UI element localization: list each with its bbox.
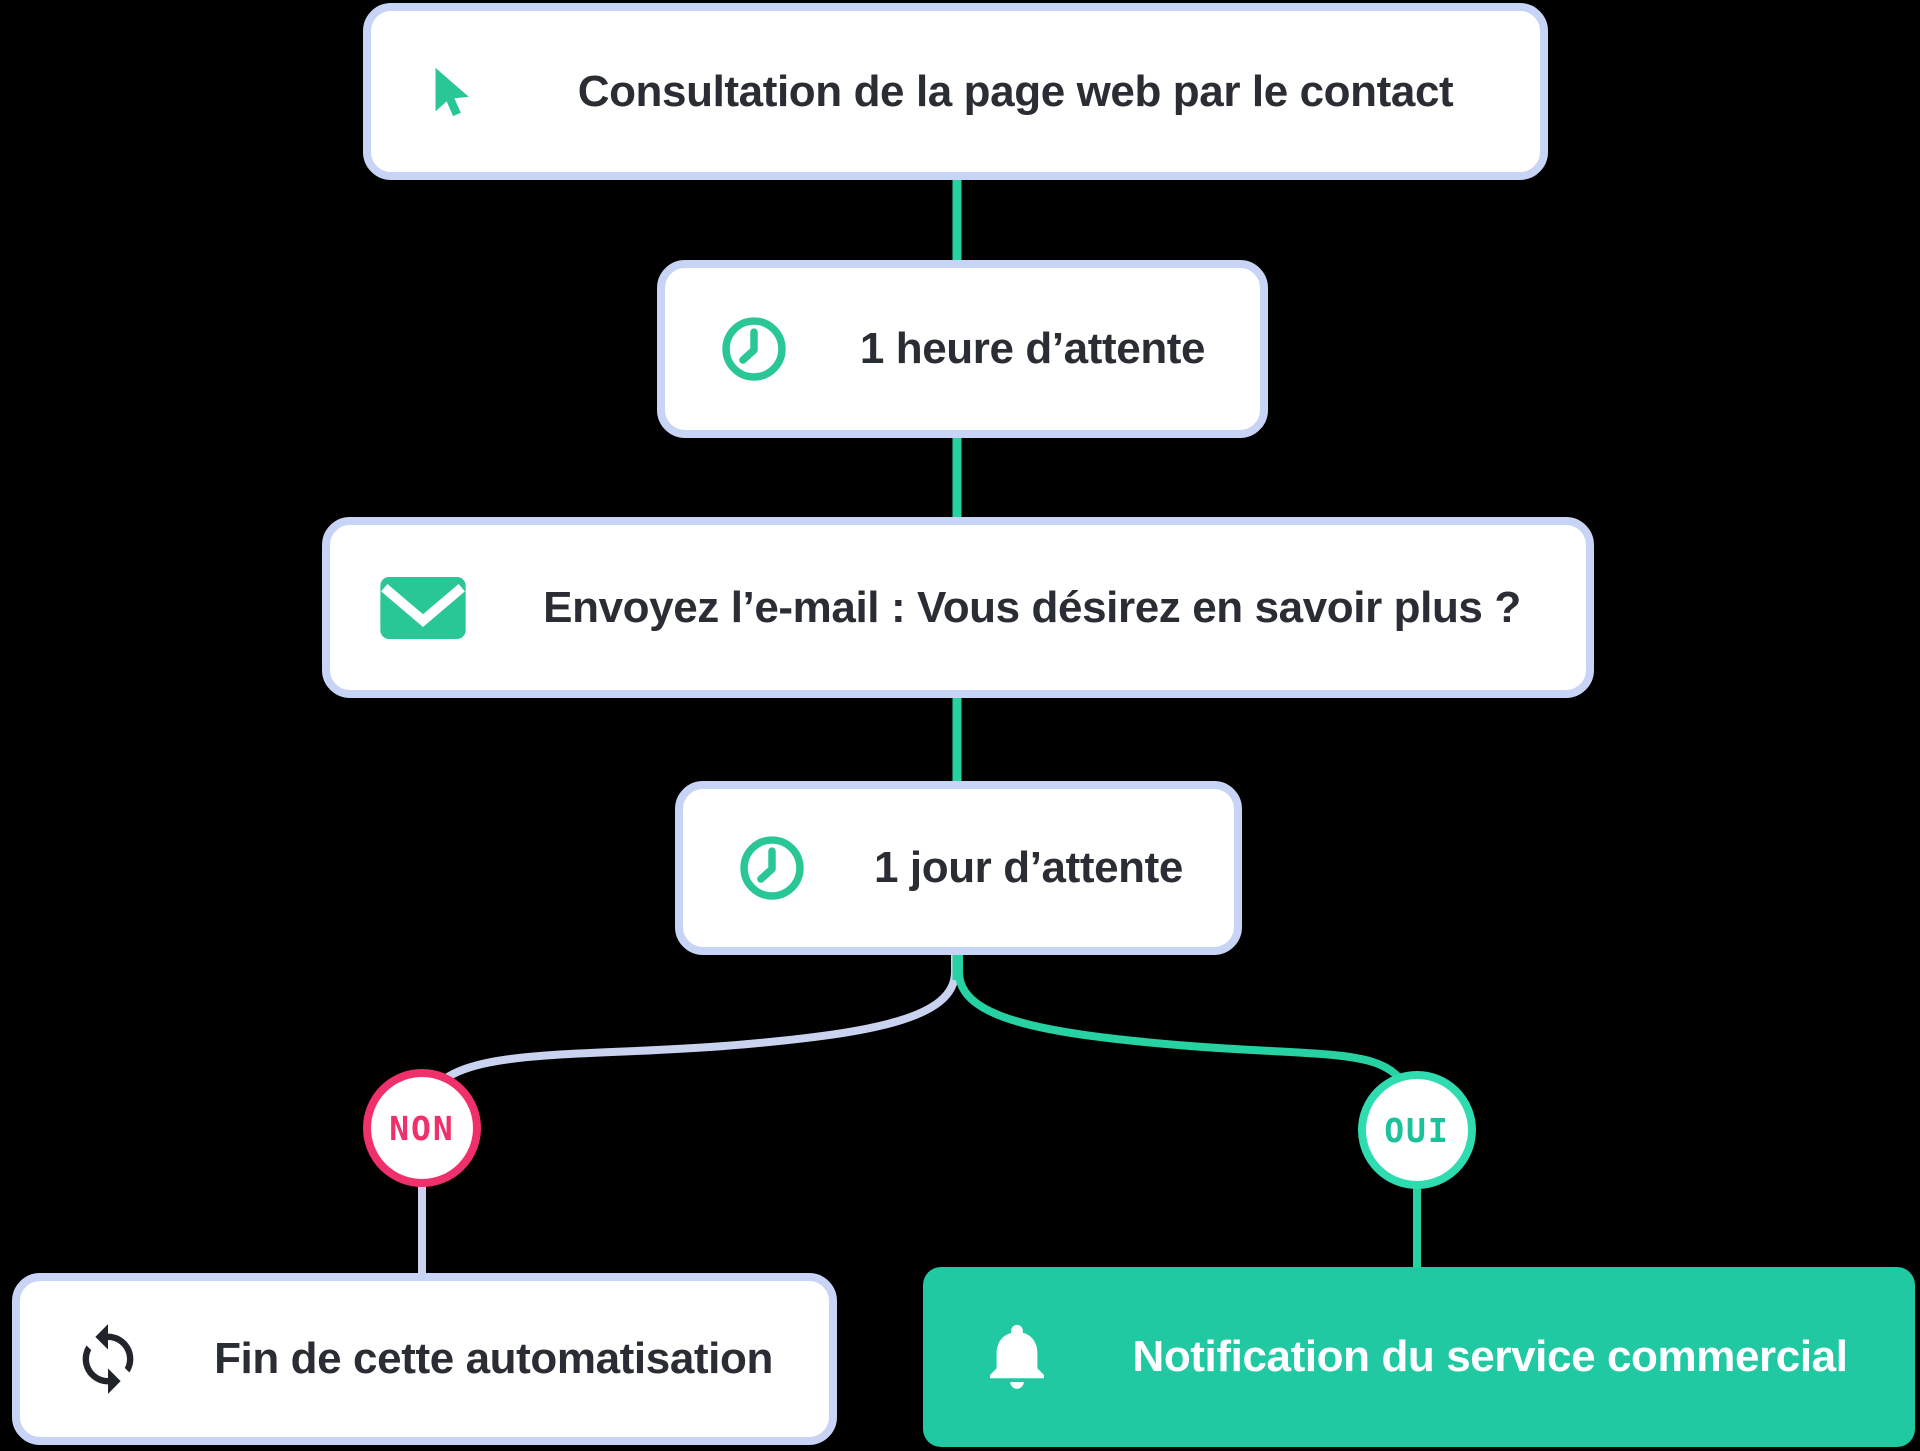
connector-branch-non xyxy=(418,950,959,1280)
node-notify[interactable]: Notification du service commercial xyxy=(923,1267,1915,1447)
node-wait-hour-label: 1 heure d’attente xyxy=(859,324,1206,373)
branch-badge-oui-label: OUI xyxy=(1384,1110,1450,1150)
node-email[interactable]: Envoyez l’e-mail : Vous désirez en savoi… xyxy=(322,517,1594,698)
node-end-label: Fin de cette automatisation xyxy=(214,1334,773,1383)
bell-icon xyxy=(981,1317,1053,1397)
mail-icon xyxy=(380,576,466,639)
branch-badge-non[interactable]: NON xyxy=(363,1069,481,1187)
branch-badge-oui[interactable]: OUI xyxy=(1358,1071,1476,1189)
node-wait-day-label: 1 jour d’attente xyxy=(874,843,1183,892)
branch-badge-non-label: NON xyxy=(389,1108,455,1148)
cursor-icon xyxy=(421,60,479,124)
node-wait-day[interactable]: 1 jour d’attente xyxy=(675,781,1242,955)
clock-icon xyxy=(715,310,793,388)
node-email-label: Envoyez l’e-mail : Vous désirez en savoi… xyxy=(543,582,1521,632)
node-visit[interactable]: Consultation de la page web par le conta… xyxy=(363,3,1548,180)
loop-icon xyxy=(70,1321,146,1397)
connector-branch-oui xyxy=(955,950,1421,1272)
clock-icon xyxy=(733,829,811,907)
node-end[interactable]: Fin de cette automatisation xyxy=(12,1273,837,1445)
node-notify-label: Notification du service commercial xyxy=(1132,1332,1848,1381)
node-wait-hour[interactable]: 1 heure d’attente xyxy=(657,260,1268,438)
node-visit-label: Consultation de la page web par le conta… xyxy=(577,66,1454,116)
